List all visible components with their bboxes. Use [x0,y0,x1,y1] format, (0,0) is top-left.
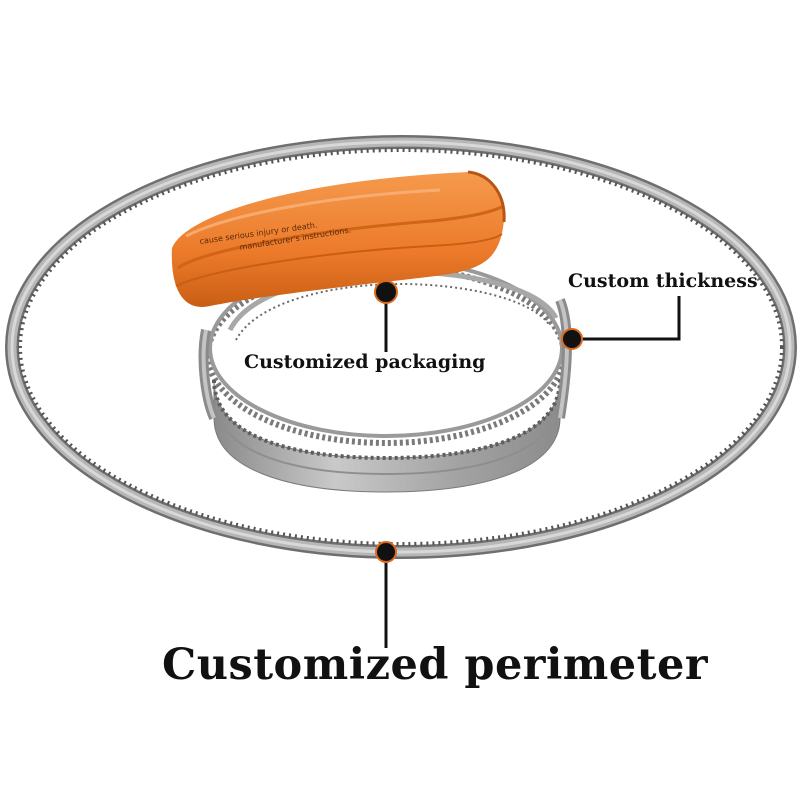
callout-packaging [374,280,398,352]
customized-packaging-label: Customized packaging [244,351,486,373]
orange-packaging-wrap: cause serious injury or death. manufactu… [171,170,506,307]
large-blade-ring [5,135,797,559]
callout-thickness [561,296,681,350]
callout-perimeter [375,541,397,648]
customized-perimeter-label: Customized perimeter [162,640,709,690]
custom-thickness-label: Custom thickness [568,270,758,292]
